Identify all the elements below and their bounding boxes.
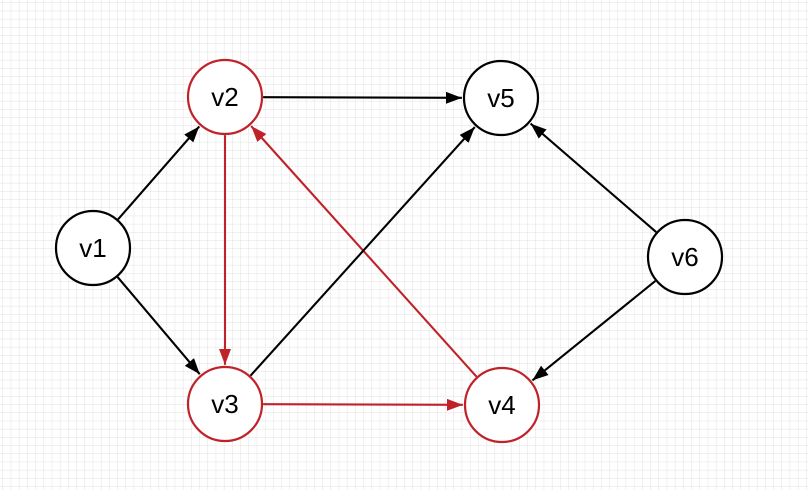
node-circle-v5 <box>462 59 540 137</box>
node-circle-v3 <box>186 365 264 443</box>
node-v5: v5 <box>462 59 540 137</box>
node-v1: v1 <box>54 209 132 287</box>
edge-v3-to-v5 <box>249 126 476 377</box>
node-label-v5: v5 <box>487 83 514 113</box>
edge-v1-to-v3 <box>116 276 201 375</box>
node-label-v1: v1 <box>79 233 106 263</box>
node-v4: v4 <box>463 366 541 444</box>
node-circle-v6 <box>646 218 724 296</box>
node-v3: v3 <box>186 365 264 443</box>
node-label-v3: v3 <box>211 389 238 419</box>
edge-v6-to-v4 <box>531 280 657 382</box>
node-label-v6: v6 <box>671 242 698 272</box>
node-v2: v2 <box>186 58 264 136</box>
edge-v1-to-v2 <box>117 125 201 221</box>
node-circle-v2 <box>186 58 264 136</box>
edge-v2-to-v5 <box>263 91 462 104</box>
edge-v3-to-v4 <box>263 398 463 411</box>
node-label-v4: v4 <box>488 390 515 420</box>
node-v6: v6 <box>646 218 724 296</box>
node-label-v2: v2 <box>211 82 238 112</box>
edge-v6-to-v5 <box>529 122 657 233</box>
node-circle-v1 <box>54 209 132 287</box>
node-circle-v4 <box>463 366 541 444</box>
